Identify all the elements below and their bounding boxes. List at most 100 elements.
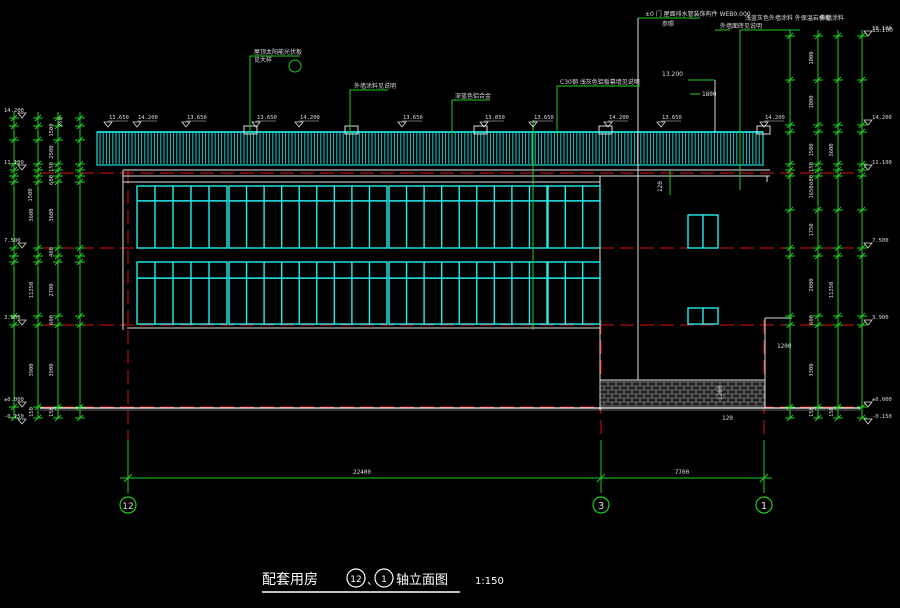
level-marker <box>251 121 261 128</box>
note-13200: 13.200 <box>662 71 683 78</box>
dim-text: 2800 <box>809 278 815 291</box>
level-marker <box>863 242 873 249</box>
axis-bubble-12 <box>119 496 137 514</box>
dim-1200-ground: 1200 <box>717 385 724 400</box>
dim-text: 3900 <box>29 363 35 376</box>
level-marker <box>17 242 27 249</box>
window-panel <box>136 261 228 325</box>
right-windows <box>687 214 719 325</box>
note-paint2: 外墙涂料 <box>820 14 844 22</box>
dim-text: 1500 <box>809 143 815 156</box>
level-marker <box>656 121 666 128</box>
leaders <box>249 17 800 190</box>
pv-hatch <box>99 133 760 164</box>
level-label: 13.650 <box>109 115 129 121</box>
bottom-dims <box>120 440 772 493</box>
level-marker <box>863 30 873 37</box>
post <box>473 125 488 135</box>
note-drain-2: 参照 <box>662 20 674 28</box>
note-paint: 外墙涂料见说明 <box>354 82 396 90</box>
level-marker <box>294 121 304 128</box>
left-dim-ticks <box>9 114 85 422</box>
level-marker <box>603 121 613 128</box>
dim-text: 150 <box>49 407 55 417</box>
drawing-title: 配套用房 <box>262 572 318 588</box>
level-marker <box>103 121 113 128</box>
level-label: ±0.000 <box>4 397 24 403</box>
level-marker <box>17 319 27 326</box>
dim-text: 1500 <box>28 188 34 201</box>
dim-text: 3300 <box>809 363 815 376</box>
left-dim-chain <box>13 112 81 418</box>
dim-120: 120 <box>657 181 664 192</box>
dim-text: 150 <box>829 407 835 417</box>
level-label: 13.650 <box>403 115 423 121</box>
level-label: 14.200 <box>4 108 24 114</box>
note-drain: ±0 门 屋面排水管装饰构件 WEB0.000 <box>645 10 751 18</box>
dim-text: 2700 <box>49 283 55 296</box>
note-pv-2: 见大样 <box>254 56 272 64</box>
level-marker <box>528 121 538 128</box>
dim-text: 150 <box>809 162 815 172</box>
note-alu: 深蓝色铝合金 <box>455 92 491 100</box>
level-label: ±0.000 <box>872 397 892 403</box>
level-label: 11.100 <box>4 160 24 166</box>
title-block: 配套用房 12 、 1 轴立面图 1:150 <box>262 568 504 593</box>
title-axis-sep: 、 <box>367 574 378 587</box>
level-marker <box>181 121 191 128</box>
level-marker <box>17 401 27 408</box>
level-label: 15.100 <box>872 26 892 32</box>
left-dim-texts: 2502500150015060036001500400270060039001… <box>28 117 64 417</box>
title-axis-a: 12 <box>350 575 361 585</box>
roof-pv-band <box>96 131 764 166</box>
window-panel <box>228 185 388 249</box>
note-cw: C30钢 浅灰色铝板幕墙见说明 <box>560 78 640 86</box>
brick-plinth <box>599 379 766 409</box>
level-marker <box>863 401 873 408</box>
title-axis-bubble-b <box>374 568 394 588</box>
dim-text: 3600 <box>829 143 835 156</box>
level-label: 13.650 <box>187 115 207 121</box>
window-panel <box>547 185 601 249</box>
dim-1800: 1800 <box>702 91 717 98</box>
level-label: 13.850 <box>485 115 505 121</box>
dim-text: 150 <box>29 407 35 417</box>
level-label: 14.200 <box>872 115 892 121</box>
level-marker <box>479 121 489 128</box>
level-label: 11.100 <box>872 160 892 166</box>
curtain-wall <box>136 185 601 325</box>
dim-text: 3600 <box>29 208 35 221</box>
right-dim-chain <box>789 30 863 418</box>
level-marker <box>863 319 873 326</box>
window-panel <box>388 185 548 249</box>
window-panel <box>547 261 601 325</box>
dim-text: 11250 <box>829 282 835 299</box>
mid-dim <box>532 120 671 330</box>
level-marker <box>863 418 873 425</box>
dim-span-left: 22400 <box>353 469 371 476</box>
dim-span-right: 7700 <box>675 469 690 476</box>
level-marker <box>17 112 27 119</box>
dim-text: 600 <box>49 175 55 185</box>
note-pv: 屋顶太阳能光伏板 <box>254 48 302 56</box>
dim-text: 3600 <box>49 208 55 221</box>
axis-bubbles <box>119 496 773 514</box>
level-label: 3.900 <box>872 315 889 321</box>
level-label: 14.200 <box>300 115 320 121</box>
note-tile: 外墙面砖见说明 <box>720 22 762 30</box>
dim-text: 150 <box>809 407 815 417</box>
dim-text: 11250 <box>29 282 35 299</box>
level-label: 13.650 <box>257 115 277 121</box>
window-panel <box>136 185 228 249</box>
level-label: 3.900 <box>4 315 21 321</box>
axis-bubble-1 <box>755 496 773 514</box>
right-dim-ticks <box>785 32 867 422</box>
title-axis-b: 1 <box>381 575 387 585</box>
note-15100: 15.100 <box>872 27 893 34</box>
axis-label-1: 1 <box>761 501 767 512</box>
level-marker <box>17 418 27 425</box>
dim-text: 600 <box>809 315 815 325</box>
parapet-posts <box>243 125 771 135</box>
